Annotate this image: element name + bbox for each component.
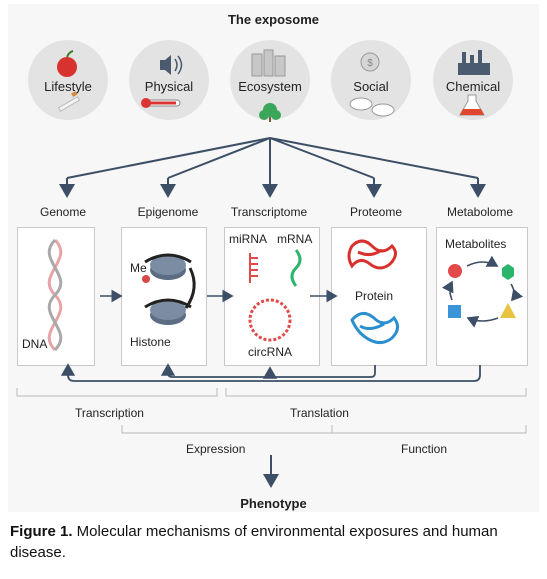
- histone-icon: [142, 253, 196, 325]
- category-label: Ecosystem: [238, 79, 302, 94]
- protein-label: Protein: [355, 289, 394, 303]
- category-label: Social: [353, 79, 389, 94]
- svg-text:$: $: [367, 58, 373, 69]
- city-icon: [251, 49, 286, 77]
- thermometer-icon: [141, 98, 181, 108]
- transcription-label: Transcription: [75, 406, 144, 420]
- apple-icon: [57, 50, 77, 77]
- stage-label-transcriptome: Transcriptome: [230, 205, 308, 219]
- cigarette-icon: [57, 91, 81, 112]
- coin-icon: $: [360, 52, 380, 72]
- transcriptome-box: [224, 227, 320, 366]
- process-brackets: [16, 388, 527, 434]
- me-label: Me: [130, 261, 147, 275]
- flask-icon: [459, 94, 485, 116]
- category-label: Physical: [144, 79, 194, 94]
- speech-bubble-icon: [349, 97, 395, 117]
- translation-label: Translation: [290, 406, 349, 420]
- factory-icon: [458, 50, 490, 75]
- dna-label: DNA: [22, 337, 48, 351]
- caption-text: Molecular mechanisms of environmental ex…: [10, 523, 498, 561]
- function-label: Function: [401, 442, 448, 456]
- circrna-label: circRNA: [248, 345, 292, 359]
- histone-label: Histone: [130, 335, 171, 349]
- figure-caption: Figure 1. Molecular mechanisms of enviro…: [10, 521, 540, 563]
- category-label: Chemical: [445, 79, 501, 94]
- mirna-label: miRNA: [229, 232, 267, 246]
- category-physical: Physical: [129, 40, 209, 120]
- exposure-arrows: [59, 137, 486, 198]
- stage-label-metabolome: Metabolome: [446, 205, 514, 219]
- speaker-icon: [160, 55, 183, 75]
- protein-icon: [347, 239, 399, 345]
- tree-icon: [259, 103, 281, 122]
- stage-label-proteome: Proteome: [349, 205, 403, 219]
- feedback-arrows: [60, 363, 481, 382]
- stage-label-epigenome: Epigenome: [137, 205, 199, 219]
- metabolites-label: Metabolites: [445, 237, 507, 251]
- category-label: Lifestyle: [44, 79, 92, 94]
- diagram-title: The exposome: [227, 12, 320, 27]
- expression-label: Expression: [186, 442, 246, 456]
- dna-icon: [47, 238, 63, 352]
- stage-label-genome: Genome: [39, 205, 87, 219]
- rna-icon: [248, 249, 302, 342]
- caption-prefix: Figure 1.: [10, 523, 73, 540]
- metabolites-icon: [441, 255, 524, 328]
- phenotype-label: Phenotype: [240, 496, 307, 511]
- mrna-label: mRNA: [277, 232, 313, 246]
